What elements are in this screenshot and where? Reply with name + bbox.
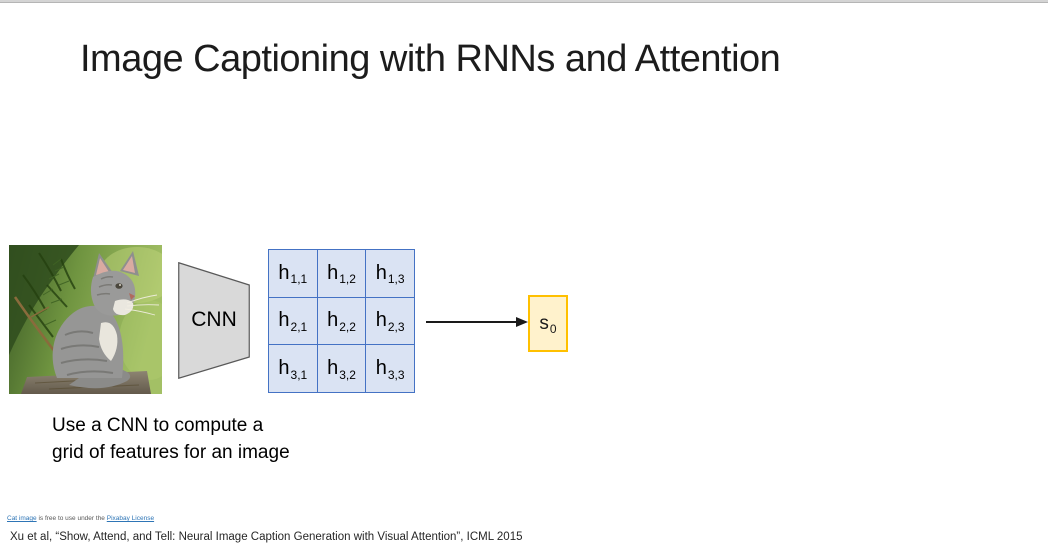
- arrow-right-icon: [426, 317, 528, 327]
- cat-image-link[interactable]: Cat image: [7, 515, 37, 522]
- feature-cell-subscript: 3,1: [290, 367, 308, 382]
- feature-cell-subscript: 3,2: [339, 367, 356, 382]
- feature-cell-subscript: 1,1: [290, 272, 308, 287]
- top-border: [0, 0, 1048, 3]
- feature-cell-subscript: 3,3: [387, 367, 405, 382]
- attribution-middle-text: is free to use under the: [38, 515, 105, 522]
- caption-line-2: grid of features for an image: [52, 442, 290, 463]
- attribution-line: Cat image is free to use under the Pixab…: [7, 515, 154, 522]
- feature-cell-subscript: 1,3: [387, 272, 405, 287]
- cat-photo: [9, 245, 162, 394]
- caption-line-1: Use a CNN to compute a: [52, 415, 264, 436]
- page-title: Image Captioning with RNNs and Attention: [80, 38, 781, 80]
- state-subscript: 0: [549, 321, 557, 336]
- citation-text: Xu et al, “Show, Attend, and Tell: Neura…: [10, 531, 523, 543]
- caption-text: Use a CNN to compute a grid of features …: [52, 412, 290, 466]
- feature-cell-subscript: 1,2: [339, 272, 356, 287]
- pixabay-license-link[interactable]: Pixabay License: [106, 515, 155, 522]
- cnn-label: CNN: [191, 308, 237, 331]
- cnn-trapezoid: [178, 262, 250, 379]
- feature-cell-subscript: 2,3: [387, 319, 405, 334]
- feature-cell-subscript: 2,2: [339, 319, 356, 334]
- feature-cell-subscript: 2,1: [290, 319, 308, 334]
